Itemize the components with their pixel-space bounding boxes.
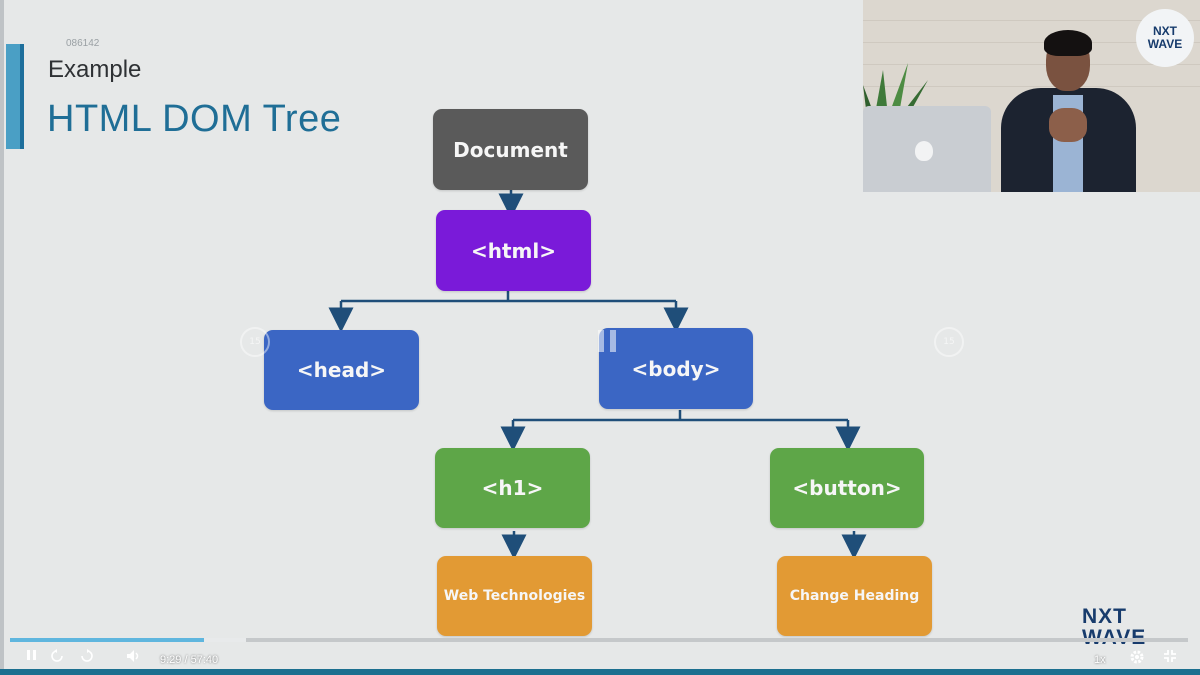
rewind-icon[interactable]: [50, 649, 64, 667]
laptop-image: [863, 106, 991, 192]
progress-buffered: [204, 638, 246, 642]
node-h1: <h1>: [435, 448, 590, 528]
video-player-controls: 9:29 / 57:40 1x: [0, 634, 1200, 675]
time-display: 9:29 / 57:40: [160, 654, 218, 666]
exit-fullscreen-icon[interactable]: [1163, 649, 1177, 667]
player-bottom-strip: [0, 669, 1200, 675]
presenter-webcam: NXT WAVE: [863, 0, 1200, 192]
forward-icon[interactable]: [80, 649, 94, 667]
corner-logo-line2: WAVE: [1082, 627, 1146, 648]
node-html: <html>: [436, 210, 591, 291]
nxtwave-logo-corner: NXT WAVE: [1082, 606, 1146, 648]
duration: 57:40: [190, 654, 219, 666]
node-head: <head>: [264, 330, 419, 410]
watermark-id: 086142: [66, 38, 100, 49]
node-document: Document: [433, 109, 588, 190]
node-button-text: Change Heading: [777, 556, 932, 636]
corner-logo-line1: NXT: [1082, 605, 1127, 628]
settings-icon[interactable]: [1129, 649, 1145, 669]
node-h1-text: Web Technologies: [437, 556, 592, 636]
node-button: <button>: [770, 448, 924, 528]
pause-icon[interactable]: [26, 649, 38, 665]
logo-line2: WAVE: [1147, 37, 1183, 51]
slide-title: HTML DOM Tree: [47, 98, 342, 140]
time-separator: /: [184, 654, 188, 666]
title-accent-bar-dark: [20, 44, 24, 149]
presenter-hands: [1049, 108, 1087, 142]
apple-logo-icon: [915, 141, 933, 161]
playback-speed[interactable]: 1x: [1094, 654, 1106, 666]
overlay-rewind-icon[interactable]: 15: [240, 327, 270, 357]
slide-left-border: [0, 0, 4, 675]
current-time: 9:29: [160, 654, 182, 666]
presenter-hair: [1044, 30, 1092, 56]
node-body: <body>: [599, 328, 753, 409]
nxtwave-logo-webcam: NXT WAVE: [1136, 9, 1194, 67]
logo-line1: NXT: [1153, 24, 1177, 38]
overlay-forward-icon[interactable]: 15: [934, 327, 964, 357]
progress-played: [10, 638, 205, 642]
volume-icon[interactable]: [126, 649, 142, 667]
slide-subtitle: Example: [48, 56, 142, 83]
progress-bar[interactable]: [10, 638, 1188, 642]
overlay-pause-icon[interactable]: [598, 330, 618, 352]
title-accent-bar: [6, 44, 21, 149]
